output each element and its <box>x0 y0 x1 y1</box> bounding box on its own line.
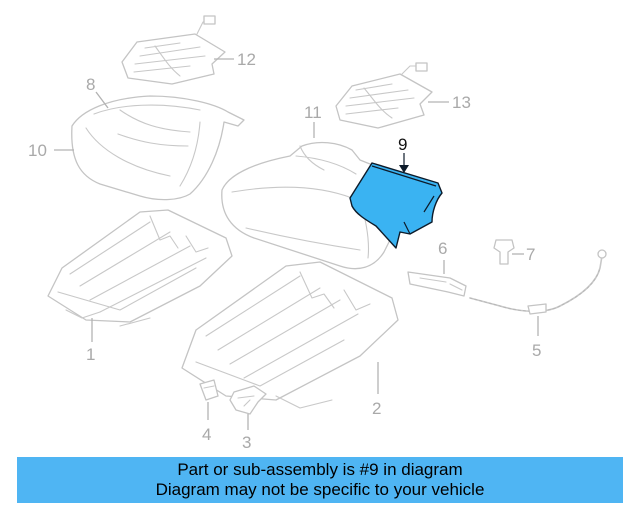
part-12-heater-pad[interactable] <box>121 15 226 85</box>
callout-9: 9 <box>398 135 407 154</box>
part-4-clip[interactable] <box>199 379 219 401</box>
leader-8 <box>95 91 109 109</box>
callout-11: 11 <box>304 103 322 122</box>
callout-2: 2 <box>372 399 381 418</box>
callout-5: 5 <box>532 341 541 360</box>
callout-7: 7 <box>526 245 535 264</box>
leader-9-arrow <box>399 165 409 173</box>
info-banner: Part or sub-assembly is #9 in diagram Di… <box>17 457 623 503</box>
part-13-heater-pad[interactable] <box>335 62 433 129</box>
part-7-push-clip[interactable] <box>493 239 515 265</box>
callout-4: 4 <box>202 425 211 444</box>
callout-6: 6 <box>438 239 447 258</box>
part-10-seat-cushion[interactable] <box>71 95 245 201</box>
callout-1: 1 <box>86 345 95 364</box>
part-2-seat-track[interactable] <box>181 261 399 409</box>
banner-line-1: Part or sub-assembly is #9 in diagram <box>177 460 463 479</box>
callout-10: 10 <box>28 141 47 160</box>
part-6-connector[interactable] <box>407 271 467 297</box>
part-5-cable[interactable] <box>469 249 607 315</box>
banner-line-2: Diagram may not be specific to your vehi… <box>155 480 485 499</box>
parts-diagram: 12 13 8 10 11 9 1 <box>28 15 607 452</box>
callout-3: 3 <box>242 433 251 452</box>
callout-13: 13 <box>452 93 471 112</box>
callout-12: 12 <box>237 50 256 69</box>
part-1-seat-track[interactable] <box>47 209 233 327</box>
part-3-bracket[interactable] <box>229 385 267 415</box>
part-9-highlighted[interactable] <box>349 162 443 249</box>
callout-8: 8 <box>86 75 95 94</box>
